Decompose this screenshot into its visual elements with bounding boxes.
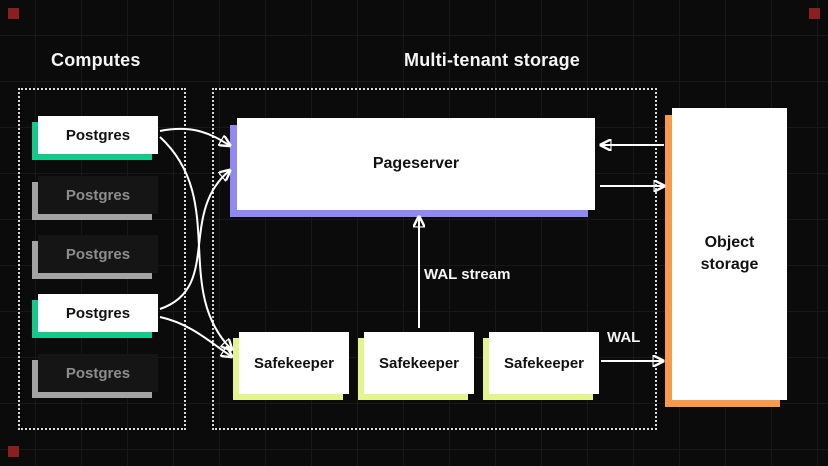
corner-marker-top-right	[809, 8, 820, 19]
postgres-node-2: Postgres	[38, 176, 158, 214]
storage-heading: Multi-tenant storage	[404, 50, 581, 70]
postgres-node-5: Postgres	[38, 354, 158, 392]
safekeeper-node-3: Safekeeper	[489, 332, 599, 394]
postgres-node-1: Postgres	[38, 116, 158, 154]
object-storage-node: Object storage	[672, 108, 787, 400]
wal-stream-label: WAL stream	[424, 266, 511, 283]
corner-marker-top-left	[8, 8, 19, 19]
safekeeper-node-2: Safekeeper	[364, 332, 474, 394]
wal-label: WAL	[607, 329, 641, 346]
corner-marker-bottom-left	[8, 446, 19, 457]
computes-heading: Computes	[51, 50, 141, 70]
safekeeper-node-1: Safekeeper	[239, 332, 349, 394]
pageserver-node: Pageserver	[237, 118, 595, 210]
postgres-node-4: Postgres	[38, 294, 158, 332]
postgres-node-3: Postgres	[38, 235, 158, 273]
